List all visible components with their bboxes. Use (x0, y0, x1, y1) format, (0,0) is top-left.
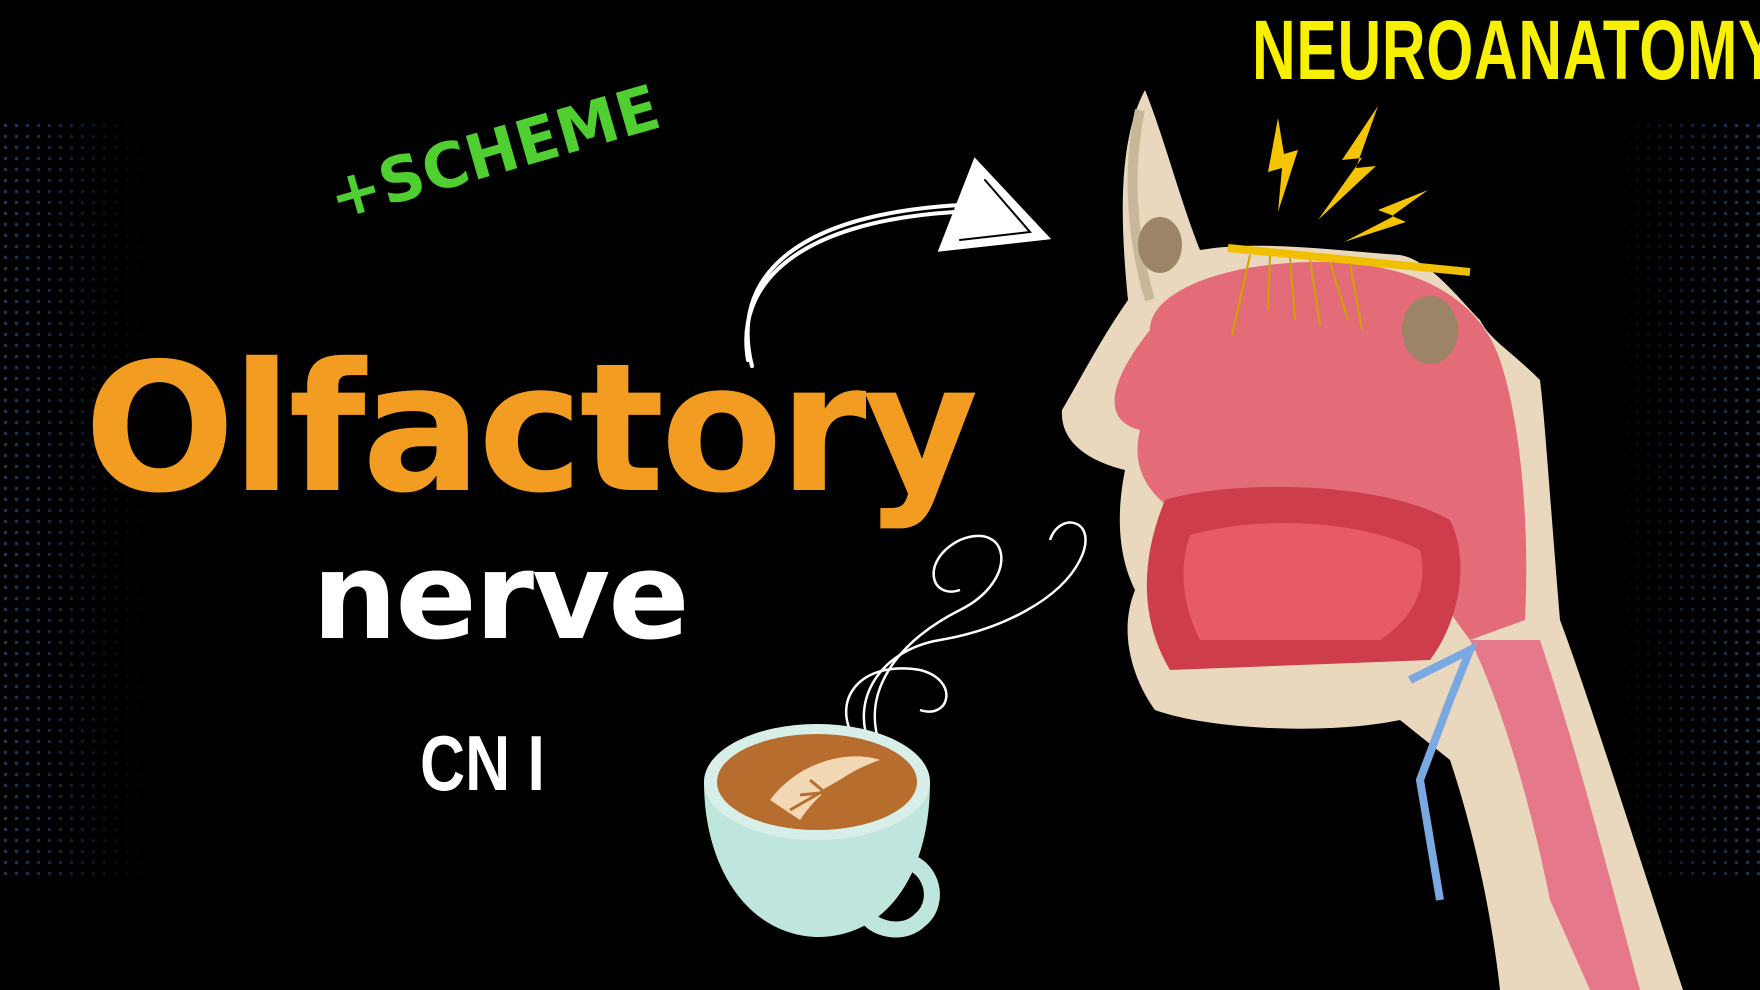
title-sub: nerve (312, 528, 690, 667)
steam-icon (844, 521, 1087, 746)
arrow-icon (744, 157, 1052, 368)
head-sagittal-section (1061, 90, 1683, 990)
dot-pattern-right (1610, 120, 1760, 880)
series-label: NEUROANATOMY (1252, 3, 1760, 97)
title-main: Olfactory (84, 325, 979, 532)
dot-pattern-left (0, 120, 150, 880)
coffee-cup-icon (704, 724, 940, 938)
lightning-bolt-icon (1268, 106, 1428, 242)
cranial-nerve-code: CN I (420, 719, 545, 807)
